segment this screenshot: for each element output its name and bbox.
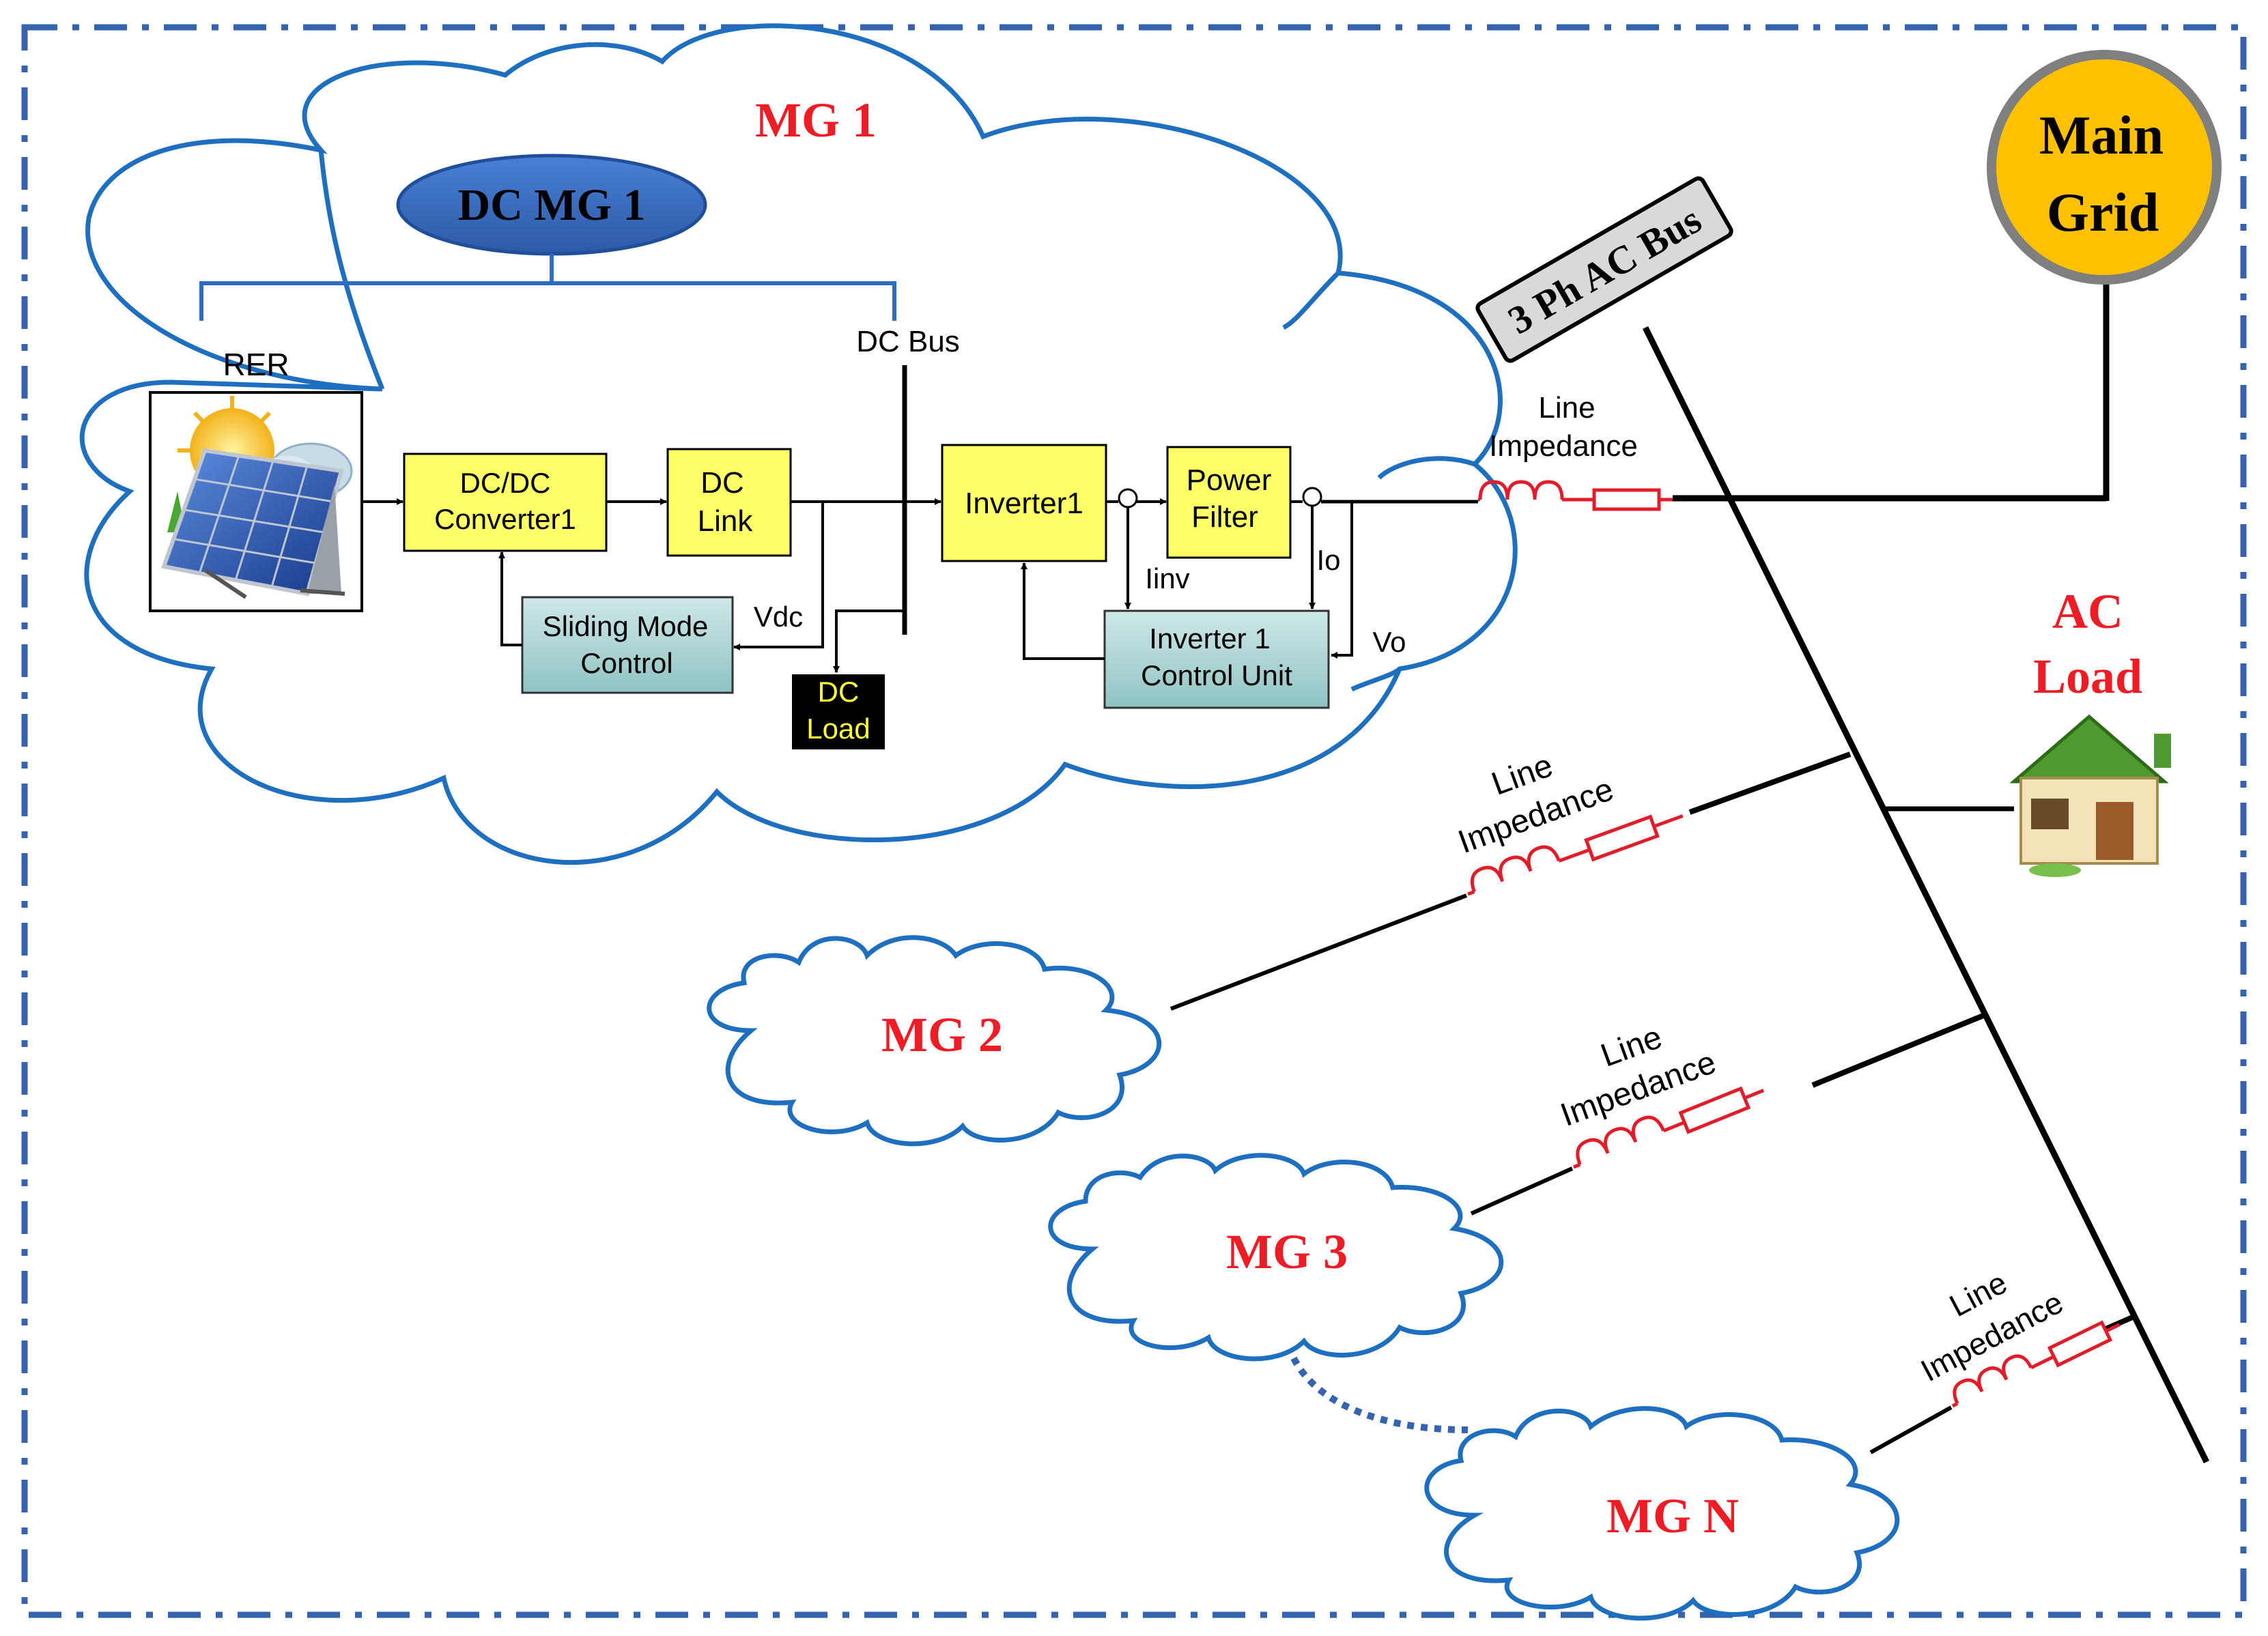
icu-line2: Control Unit xyxy=(1141,659,1292,691)
wire-bus-mg2 xyxy=(1688,751,1852,815)
wire-mgn-impedance xyxy=(1869,1405,1953,1454)
inductor-icon xyxy=(1576,1115,1665,1166)
wire-vo-signal xyxy=(1331,502,1353,659)
main-grid-line1: Main xyxy=(2039,106,2164,166)
inductor-icon xyxy=(1953,1354,2033,1405)
smc-line1: Sliding Mode xyxy=(543,610,709,642)
ac-bus-label-box: 3 Ph AC Bus xyxy=(1475,176,1733,363)
mg1-cloud-inner xyxy=(318,149,1476,692)
inverter-control-unit-block: Inverter 1 Control Unit xyxy=(1103,609,1330,709)
wire-icu-inverter xyxy=(1021,562,1105,660)
mg3-line-impedance xyxy=(1573,1086,1765,1169)
mgn-label: MG N xyxy=(1606,1489,1739,1543)
dcdc-line1: DC/DC xyxy=(460,467,551,499)
inverter-block: Inverter1 xyxy=(941,444,1107,562)
filter-line1: Power xyxy=(1187,463,1272,497)
dcload-line2: Load xyxy=(806,713,870,745)
io-label: Io xyxy=(1316,544,1340,576)
iinv-label: Iinv xyxy=(1145,562,1189,594)
mgn-line-impedance xyxy=(1951,1320,2121,1408)
wire-bus-mg3 xyxy=(1811,1013,1985,1088)
inductor-icon xyxy=(1478,480,1564,500)
rer-box xyxy=(149,391,363,612)
mg1-title: MG 1 xyxy=(755,93,877,147)
smc-line2: Control xyxy=(580,647,672,679)
vdc-label: Vdc xyxy=(754,601,803,633)
resistor-icon xyxy=(1592,488,1661,511)
node-iinv xyxy=(1118,488,1138,508)
rer-label: RER xyxy=(223,347,289,382)
inverter-label: Inverter1 xyxy=(965,487,1083,520)
mg2-label: MG 2 xyxy=(881,1007,1003,1062)
wire-dc-load xyxy=(833,609,905,673)
solar-panel-icon xyxy=(161,396,353,599)
dc-mg1-label: DC MG 1 xyxy=(458,180,646,230)
dc-bus-label: DC Bus xyxy=(856,325,960,358)
main-grid: Main Grid xyxy=(1987,50,2222,285)
wire-vdc-feedback xyxy=(733,502,824,650)
wire-smc-dcdc xyxy=(498,551,522,646)
ac-bus-line xyxy=(1642,326,2210,1463)
main-grid-line2: Grid xyxy=(2047,183,2159,243)
mg3-cloud: MG 3 xyxy=(1048,1153,1504,1362)
dcload-line1: DC xyxy=(818,676,860,708)
dc-mg1-bracket xyxy=(199,254,896,321)
resistor-icon xyxy=(1678,1086,1751,1134)
dc-load-block: DC Load xyxy=(792,674,885,749)
outer-frame xyxy=(21,24,2247,1618)
icu-line1: Inverter 1 xyxy=(1149,622,1270,655)
vo-label: Vo xyxy=(1372,626,1406,658)
mg2-line-impedance xyxy=(1467,814,1684,896)
mgn-cloud: MG N xyxy=(1424,1406,1900,1621)
mg1-impedance-line1: Line xyxy=(1538,391,1595,425)
mg3-label: MG 3 xyxy=(1226,1224,1348,1279)
resistor-icon xyxy=(1584,814,1660,862)
ac-load-line1: AC xyxy=(2052,584,2123,639)
sliding-mode-control-block: Sliding Mode Control xyxy=(521,596,734,694)
filter-line2: Filter xyxy=(1191,500,1258,534)
wire-mg3-impedance xyxy=(1470,1166,1574,1216)
inductor-icon xyxy=(1470,845,1561,893)
house-icon xyxy=(2009,714,2171,877)
mg2-cloud: MG 2 xyxy=(707,935,1161,1147)
dcdc-line2: Converter1 xyxy=(434,503,576,535)
dc-link-block: DC Link xyxy=(666,448,792,557)
dclink-line1: DC xyxy=(700,466,744,500)
node-io xyxy=(1302,487,1322,507)
ac-bus-label: 3 Ph AC Bus xyxy=(1501,197,1709,343)
power-filter-block: Power Filter xyxy=(1166,446,1292,559)
mg1-line-impedance xyxy=(1478,480,1673,511)
resistor-icon xyxy=(2047,1320,2113,1368)
mg1-impedance-line2: Impedance xyxy=(1489,429,1638,463)
dcdc-converter-block: DC/DC Converter1 xyxy=(403,453,608,552)
mg-dotted-connector xyxy=(1290,1356,1469,1433)
dclink-line2: Link xyxy=(698,504,754,538)
wire-mg2-impedance xyxy=(1170,893,1468,1011)
ac-load-line2: Load xyxy=(2033,649,2142,704)
